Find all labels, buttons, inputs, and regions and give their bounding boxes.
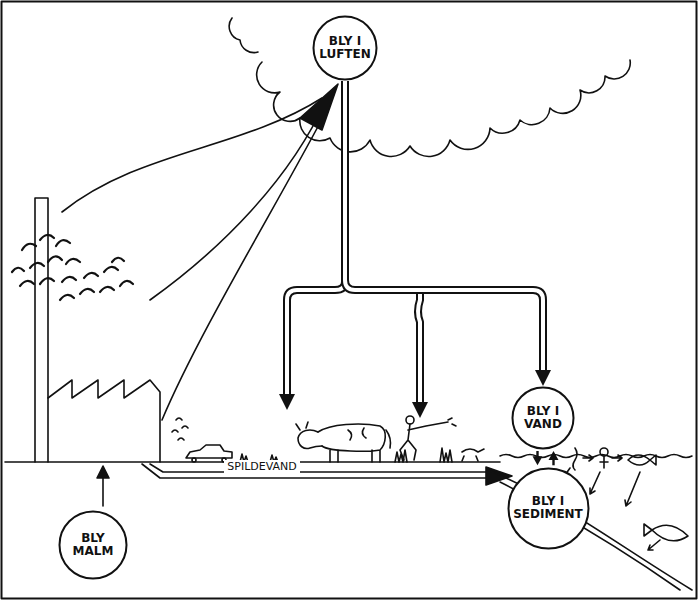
node-label: BLY MALM (73, 532, 114, 558)
lead-circle: BLY I SEDIMENT (507, 467, 590, 550)
flow-arrow (549, 451, 559, 465)
lead-circle: BLY I LUFTEN (312, 15, 378, 81)
lead-circle: BLY I VAND (511, 386, 575, 450)
flow-arrow (533, 451, 543, 465)
pipe-label: SPILDEVAND (224, 460, 299, 473)
flow-arrow (345, 81, 551, 386)
node-label: BLY I VAND (524, 405, 562, 431)
lead-circle: BLY MALM (58, 510, 128, 580)
node-label: BLY I SEDIMENT (513, 495, 583, 521)
node-label: BLY I LUFTEN (319, 35, 371, 61)
